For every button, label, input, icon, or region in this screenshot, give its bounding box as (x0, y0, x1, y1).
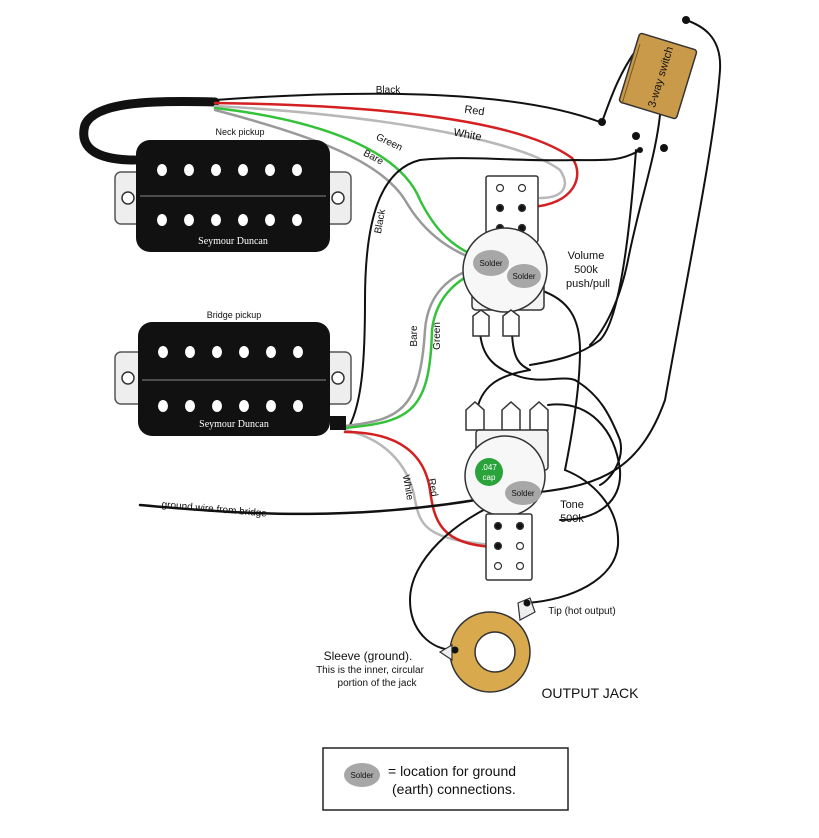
tone-lugs (465, 400, 549, 431)
bridge-brand: Seymour Duncan (199, 419, 269, 430)
svg-text:Tone: Tone (560, 499, 584, 511)
switch-body (618, 32, 698, 120)
bridge-pickup-label: Bridge pickup (207, 310, 262, 320)
svg-text:Solder: Solder (512, 272, 535, 281)
tone-capacitor (475, 458, 503, 486)
svg-text:Bare: Bare (409, 325, 420, 347)
svg-text:500k: 500k (574, 264, 598, 276)
legend: Solder = location for ground (earth) con… (322, 747, 569, 811)
neck-pickup: Seymour Duncan Neck pickup (114, 127, 352, 252)
bridge-screw-left (121, 371, 135, 385)
tone-switch (485, 513, 533, 581)
tip-label: Tip (hot output) (548, 606, 615, 617)
tone-pot: .047 cap Solder Tone 500k (464, 400, 584, 581)
sleeve-label-3: portion of the jack (338, 678, 418, 689)
svg-text:Solder: Solder (350, 771, 373, 780)
neck-screw-left (121, 191, 135, 205)
legend-text-1: = location for ground (388, 763, 516, 779)
svg-text:Green: Green (432, 322, 443, 350)
neck-brand: Seymour Duncan (198, 236, 268, 247)
svg-text:Volume: Volume (568, 250, 605, 262)
bridge-cable-end (330, 416, 346, 430)
bridge-screw-right (331, 371, 345, 385)
neck-cable (79, 96, 220, 165)
svg-text:Black: Black (373, 208, 388, 235)
svg-text:Black: Black (376, 85, 401, 96)
wire-vol-back (539, 289, 581, 471)
tone-solder (505, 481, 541, 505)
legend-solder-swatch (344, 763, 380, 787)
bare-wire-mid (343, 263, 492, 428)
wire-tone-right-loop (547, 403, 622, 521)
wire-tone-jack-left (409, 499, 506, 651)
output-jack-label: OUTPUT JACK (542, 685, 640, 701)
svg-text:Solder: Solder (479, 259, 502, 268)
wire-cross-top (419, 149, 641, 162)
svg-text:Green: Green (374, 132, 404, 154)
sleeve-label-1: Sleeve (ground). (324, 649, 413, 663)
volume-solder-1 (473, 250, 509, 276)
svg-text:push/pull: push/pull (566, 278, 610, 290)
svg-text:White: White (453, 127, 483, 144)
bridge-pickup: Seymour Duncan Bridge pickup (114, 310, 352, 436)
red-wire-top (213, 101, 579, 209)
red-wire-low (343, 430, 497, 549)
bridge-pole-pieces (158, 346, 303, 412)
wire-switch-ground (539, 19, 722, 493)
svg-text:Red: Red (425, 478, 439, 498)
three-way-switch: 3-way switch (598, 16, 698, 153)
neck-pole-pieces (157, 164, 302, 226)
green-wire-mid (343, 264, 494, 430)
neck-pickup-label: Neck pickup (215, 127, 264, 137)
volume-pot: Solder Solder Volume 500k push/pull (462, 175, 610, 337)
wire-tone-jack-right (526, 469, 620, 604)
svg-text:Solder: Solder (511, 489, 534, 498)
bare-wire-top (213, 108, 490, 265)
wires (79, 19, 722, 651)
wire-switch-bottom (589, 114, 661, 346)
black-wire-side (349, 159, 421, 426)
wire-vol-to-tone-b (475, 327, 531, 416)
output-jack: OUTPUT JACK Tip (hot output) Sleeve (gro… (316, 597, 640, 701)
jack-sleeve-lug (438, 643, 453, 662)
jack-hole (474, 631, 516, 673)
neck-screw-right (331, 191, 345, 205)
volume-lugs (472, 309, 520, 337)
svg-text:White: White (400, 474, 415, 502)
ground-wire-bridge (138, 493, 507, 516)
sleeve-label-2: This is the inner, circular (316, 665, 424, 676)
white-wire-top (213, 104, 566, 200)
wire-vol-to-tone-a (479, 327, 622, 486)
volume-solder-2 (507, 264, 541, 288)
green-wire-top (213, 106, 490, 264)
svg-text:.047: .047 (481, 463, 497, 472)
svg-text:500k: 500k (560, 513, 584, 525)
legend-text-2: (earth) connections. (392, 781, 516, 797)
white-wire-low (343, 428, 497, 547)
wire-switch-vol (529, 149, 637, 366)
svg-text:cap: cap (483, 473, 496, 482)
black-wire-top (214, 92, 601, 123)
ground-wire-label: ground wire from bridge (161, 499, 268, 519)
svg-text:Red: Red (464, 104, 486, 119)
